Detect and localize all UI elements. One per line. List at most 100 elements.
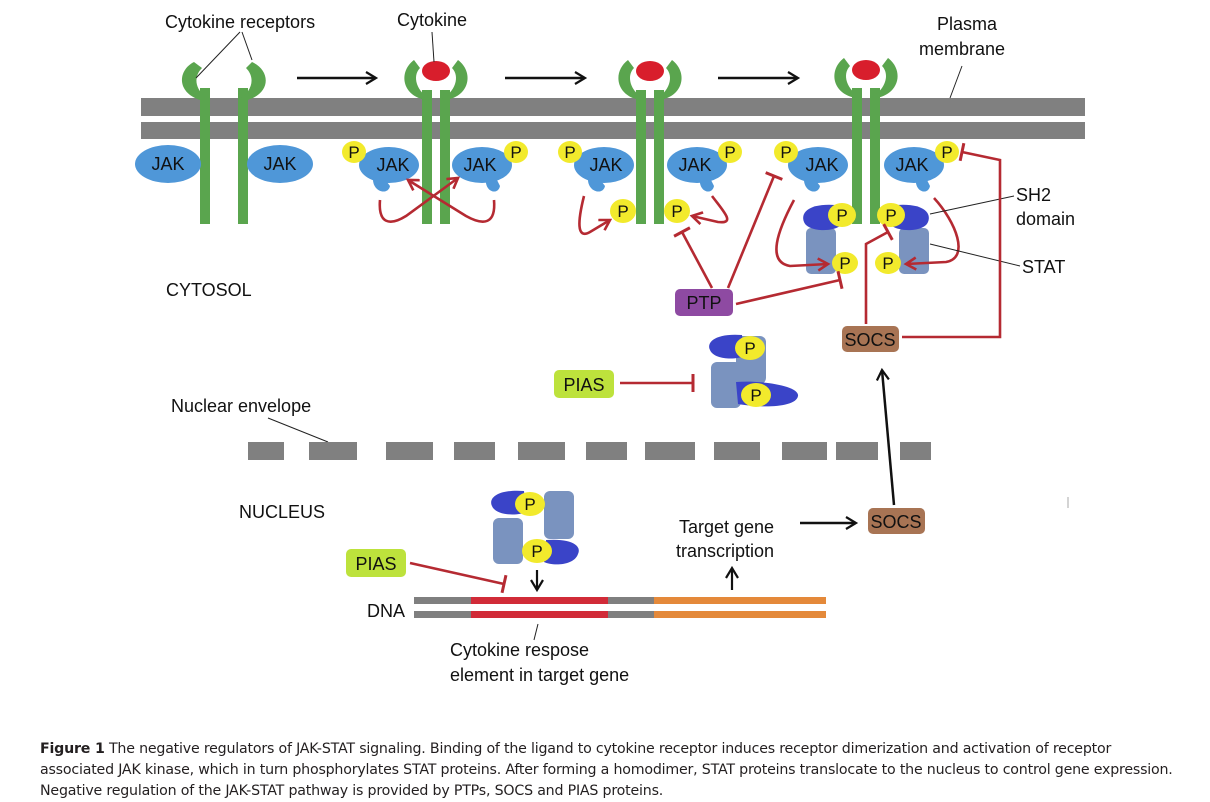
figure-caption: Figure 1 The negative regulators of JAK-… (40, 739, 1180, 802)
phosphate (935, 141, 959, 163)
phosphate-label: P (744, 339, 755, 358)
receptor-cup (404, 60, 432, 100)
jak-kinase-domain (699, 178, 714, 192)
phosphate (515, 492, 545, 516)
ptp-label: PTP (686, 293, 721, 313)
receptor-cup (238, 62, 266, 100)
cytokine-receptors-label: Cytokine receptors (165, 12, 315, 32)
receptor-stem (636, 90, 646, 224)
plasma-membrane-outer (141, 98, 1085, 116)
cytokine-ligand (852, 60, 880, 80)
jak-protein (788, 147, 848, 183)
nuclear-envelope-segment (714, 442, 760, 460)
phosphate (342, 141, 366, 163)
cre-label: element in target gene (450, 665, 629, 685)
jak-protein (359, 147, 419, 183)
dna-cre-segment (471, 597, 608, 604)
nuclear-envelope-segment (386, 442, 433, 460)
dna-segment (414, 597, 471, 604)
phosphate (741, 383, 771, 407)
phosphorylation-arrow (692, 195, 729, 222)
ptp-inhibition (726, 171, 783, 289)
jak-protein (574, 147, 634, 183)
phosphate-label: P (524, 495, 535, 514)
phosphate (832, 252, 858, 274)
leader-line (195, 31, 241, 79)
phosphate-label: P (836, 206, 847, 225)
dna-segment (414, 611, 471, 618)
nuclear-envelope-label: Nuclear envelope (171, 396, 311, 416)
phosphate-label: P (617, 202, 628, 221)
stat-protein (711, 362, 741, 408)
nuclear-envelope-segment (782, 442, 827, 460)
transphosphorylation-arrow (408, 180, 496, 223)
receptor-stem (870, 88, 880, 224)
phosphate-label: P (941, 143, 952, 162)
jak-kinase-domain (803, 178, 820, 192)
stat-dimer-nucleus: P P (491, 490, 579, 565)
nuclear-envelope-segment (518, 442, 565, 460)
dna-cre-segment (471, 611, 608, 618)
phosphorylation-arrow (775, 199, 828, 266)
phosphate-label: P (348, 143, 359, 162)
ptp-inhibition (735, 270, 844, 306)
jak-label: JAK (376, 155, 409, 175)
socs-label: SOCS (844, 330, 895, 350)
dna-gene-segment (654, 597, 826, 604)
phosphate (774, 141, 798, 163)
jak-kinase-domain (587, 178, 605, 192)
cytokine-ligand (636, 61, 664, 81)
leader-line (267, 417, 329, 443)
jak-protein (135, 145, 201, 183)
phosphate-label: P (750, 386, 761, 405)
cytokine-ligand (422, 61, 450, 81)
phosphate (558, 141, 582, 163)
nuclear-envelope-segment (836, 442, 878, 460)
dna-gene-segment (654, 611, 826, 618)
sh2-domain-label: domain (1016, 209, 1075, 229)
sh2-domain (709, 334, 744, 359)
stat-protein (806, 228, 836, 274)
dna-strands (414, 597, 826, 618)
pias-inhibition (409, 561, 508, 594)
phosphate-label: P (780, 143, 791, 162)
stat-protein (544, 491, 574, 539)
nucleus-label: NUCLEUS (239, 502, 325, 522)
figure-caption-text: The negative regulators of JAK-STAT sign… (40, 741, 1173, 799)
jak-protein (452, 147, 512, 183)
target-gene-label: Target gene (679, 517, 774, 537)
transphosphorylation-arrow (378, 178, 458, 223)
jak-label: JAK (263, 154, 296, 174)
receptor-stem (852, 88, 862, 224)
receptor-stem (422, 90, 432, 224)
jak-protein (884, 147, 944, 183)
nuclear-envelope (248, 442, 931, 460)
cytokine-label: Cytokine (397, 10, 467, 30)
nuclear-envelope-segment (248, 442, 284, 460)
jak-kinase-domain (372, 178, 390, 192)
target-gene-label: transcription (676, 541, 774, 561)
phosphate-label: P (531, 542, 542, 561)
phosphate (875, 252, 901, 274)
phosphate-label: P (724, 143, 735, 162)
leader-line (949, 65, 963, 99)
pias-label: PIAS (563, 375, 604, 395)
receptor-stem (654, 90, 664, 224)
jak-protein (247, 145, 313, 183)
pias-label: PIAS (355, 554, 396, 574)
receptor-stem (440, 90, 450, 224)
figure-caption-label: Figure 1 (40, 741, 105, 757)
leader-line (431, 31, 435, 63)
receptor-cup (834, 58, 862, 98)
phosphate (828, 203, 856, 227)
plasma-membrane-label: membrane (919, 39, 1005, 59)
nuclear-envelope-segment (454, 442, 495, 460)
dna-segment (608, 611, 654, 618)
phosphate (504, 141, 528, 163)
receptor-cup (654, 60, 682, 100)
ptp-inhibition (673, 226, 714, 289)
leader-line (533, 623, 539, 641)
plasma-membrane-label: Plasma (937, 14, 998, 34)
nuclear-envelope-segment (900, 442, 931, 460)
socs-inhibition (902, 142, 1002, 339)
